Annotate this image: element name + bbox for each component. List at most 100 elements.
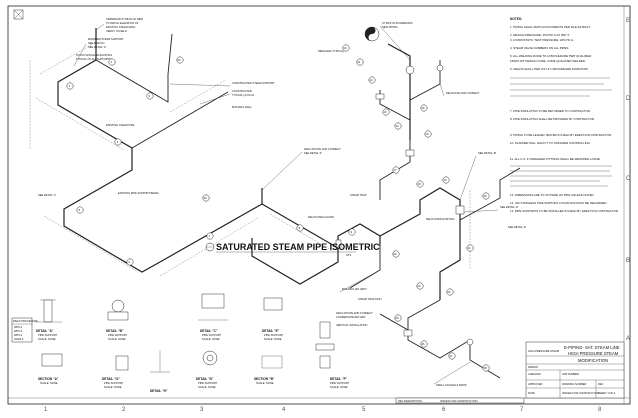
svg-text:5: 5 xyxy=(79,208,81,212)
svg-text:DETAIL "E": DETAIL "E" xyxy=(262,329,280,333)
strainer-icon xyxy=(405,149,415,157)
callout-field-route: FIELD ROUTE AND CONNECT xyxy=(304,147,341,151)
svg-text:DETAIL "C": DETAIL "C" xyxy=(200,329,218,333)
isometric-pipe-run xyxy=(57,28,521,379)
svg-text:2: 2 xyxy=(111,60,113,64)
callout-steam-trap-assy: STEAM TRAP ASSY xyxy=(358,297,382,301)
svg-text:DETAIL "G": DETAIL "G" xyxy=(102,377,120,381)
svg-text:11. ALL U.S. & THREADED FITTIN: 11. ALL U.S. & THREADED FITTINGS SHALL B… xyxy=(510,157,601,161)
detail-h: DETAIL "H" xyxy=(150,350,170,393)
svg-text:17: 17 xyxy=(394,168,397,172)
callout-existing-pipe: EXISTING STEAM PIPE xyxy=(106,123,135,127)
svg-text:REV DESCRIPTION: REV DESCRIPTION xyxy=(398,399,422,403)
callout-steam-trap: STEAM TRAP xyxy=(350,193,367,197)
grid-row-e: E xyxy=(626,18,630,24)
sheet-border xyxy=(7,5,631,405)
detail-b: DETAIL "B" PIPE SUPPORT SCALE: NONE xyxy=(106,299,129,341)
title-org: HIGH PRESSURE STEAM xyxy=(528,349,559,353)
svg-text:FROM 1ST DESIGN CODE. CODE QUA: FROM 1ST DESIGN CODE. CODE QUALIFIED WEL… xyxy=(510,59,586,63)
svg-text:PIPE SUPPORT: PIPE SUPPORT xyxy=(38,333,58,337)
callout-stuck-existing: STUCK INSTALLED EXISTING xyxy=(76,53,112,57)
svg-text:27: 27 xyxy=(450,354,453,358)
svg-text:23: 23 xyxy=(418,284,421,288)
callout-terminate: TERMINATE STUB-IN OF NEW xyxy=(106,17,144,21)
svg-text:13: 13 xyxy=(384,110,387,114)
grid-col-4: 4 xyxy=(282,407,286,413)
svg-text:26: 26 xyxy=(422,342,425,346)
svg-text:WPS-2: WPS-2 xyxy=(14,329,23,333)
title-date: DATE xyxy=(528,391,535,395)
svg-text:PIPE SUPPORT: PIPE SUPPORT xyxy=(264,333,284,337)
grid-col-2: 2 xyxy=(122,407,126,413)
svg-text:18: 18 xyxy=(418,182,421,186)
notes-heading: NOTES: xyxy=(510,17,522,21)
svg-text:SCALE: NONE: SCALE: NONE xyxy=(264,337,282,341)
svg-text:1. PIPING SHALL MATCH DOCUMENT: 1. PIPING SHALL MATCH DOCUMENTS PER FILE… xyxy=(510,25,591,29)
grid-row-c: C xyxy=(626,176,631,182)
svg-text:PIPE SUPPORT: PIPE SUPPORT xyxy=(104,381,124,385)
leader-lines xyxy=(73,23,499,385)
svg-text:10. PLANNER WILL HOLD IT TO ST: 10. PLANNER WILL HOLD IT TO STRAINER CON… xyxy=(510,141,591,145)
svg-text:6. WELDS SHALL PER LIST # 1 PR: 6. WELDS SHALL PER LIST # 1 PROCEDURE FR… xyxy=(510,67,588,71)
grid-col-3: 3 xyxy=(200,407,204,413)
title-job-no: JOB NUMBER xyxy=(562,372,579,376)
detail-e: DETAIL "E" PIPE SUPPORT SCALE: NONE xyxy=(262,297,284,341)
svg-text:14. PIPE SUPPORTS TO BE INSTAL: 14. PIPE SUPPORTS TO BE INSTALLED IN FIE… xyxy=(510,209,619,213)
valve-icon xyxy=(405,65,415,75)
title-line3: MODIFICATION xyxy=(578,358,608,363)
svg-text:22: 22 xyxy=(394,252,397,256)
revision-strip: REV DESCRIPTION ISSUED FOR CONSTRUCTION xyxy=(395,397,525,404)
svg-text:12. DIMENSIONS ARE TO OUTSIDE: 12. DIMENSIONS ARE TO OUTSIDE OF PIPE UN… xyxy=(510,193,595,197)
svg-text:SECTION "B": SECTION "B" xyxy=(254,377,275,381)
title-approved: APPROVED xyxy=(528,382,543,386)
title-line2: HIGH PRESSURE STEAM xyxy=(568,351,619,356)
callout-relocate-connect: RELOCATE AND CONNECT xyxy=(446,91,480,95)
callout-relocated-guard: RELOCATED GUARD xyxy=(308,215,334,219)
svg-text:PIPE SUPPORT: PIPE SUPPORT xyxy=(108,333,128,337)
callout-terminate-3: EXISTING STEAM MAIN. xyxy=(106,25,136,29)
svg-text:20: 20 xyxy=(484,194,487,198)
grid-row-a: A xyxy=(626,336,630,342)
svg-text:PIPE SUPPORT: PIPE SUPPORT xyxy=(198,381,218,385)
svg-text:SCALE: NONE: SCALE: NONE xyxy=(104,385,122,389)
svg-text:14: 14 xyxy=(396,124,399,128)
svg-text:15: 15 xyxy=(422,106,425,110)
svg-text:9. PIPING TO BE LEAKED TESTED: 9. PIPING TO BE LEAKED TESTED IN FIELD B… xyxy=(510,133,612,137)
svg-text:DETAIL "H": DETAIL "H" xyxy=(150,389,168,393)
svg-text:11: 11 xyxy=(358,60,361,64)
section-b: SECTION "B" SCALE: NONE xyxy=(254,355,283,385)
steam-trap-icon xyxy=(455,205,465,215)
svg-text:30: 30 xyxy=(204,196,207,200)
callout-see-detail-a: SEE DETAIL 'A' xyxy=(88,45,107,49)
callout-labels: TERMINATE STUB-IN OF NEW TO MATCH ELEVAT… xyxy=(38,17,527,387)
callout-detail-f: SEE DETAIL 'F' xyxy=(304,151,323,155)
main-title: SATURATED STEAM PIPE ISOMETRIC xyxy=(216,242,380,252)
callout-constructed-support: CONSTRUCTED STEAM SUPPORT xyxy=(232,81,275,85)
title-drawn: DRAWN xyxy=(528,365,538,369)
svg-text:DETAIL "A": DETAIL "A" xyxy=(36,329,54,333)
svg-text:7. PIPE INSULATION TO BE RETUR: 7. PIPE INSULATION TO BE RETURNED TO CON… xyxy=(510,109,591,113)
svg-text:16: 16 xyxy=(426,132,429,136)
callout-terminate-4: VERIFY IN FIELD. xyxy=(106,29,128,33)
svg-text:SCALE: NONE: SCALE: NONE xyxy=(202,337,220,341)
svg-text:SCALE: NONE: SCALE: NONE xyxy=(256,381,274,385)
svg-text:5. ALL WELDING DONE TO A PROCE: 5. ALL WELDING DONE TO A PROCEDURE PWP Q… xyxy=(510,54,591,58)
grid-col-8: 8 xyxy=(598,407,602,413)
grid-col-5: 5 xyxy=(362,407,366,413)
union-icon xyxy=(335,239,342,249)
callout-condensate: CONDENSATE RETURN xyxy=(336,315,365,319)
svg-text:3. HYDROSTATIC TEST PRESSURE:: 3. HYDROSTATIC TEST PRESSURE: 225 PSI G. xyxy=(510,38,574,42)
grid-col-1: 1 xyxy=(44,407,48,413)
callout-field-route-2: FIELD ROUTE AND CONNECT xyxy=(336,311,373,315)
check-valve-icon xyxy=(403,329,413,337)
title-sheet: SHEET 1 OF 4 xyxy=(598,391,616,395)
svg-text:6: 6 xyxy=(129,260,131,264)
callout-st-box: ST BOX IN SUSPENSION xyxy=(382,21,413,25)
svg-text:29: 29 xyxy=(178,58,181,62)
svg-text:25: 25 xyxy=(396,316,399,320)
svg-text:WPS-1: WPS-1 xyxy=(14,325,23,329)
callout-vertical-install: VERTICAL INSTALLATION xyxy=(336,323,367,327)
svg-text:12: 12 xyxy=(370,78,373,82)
svg-text:9: 9 xyxy=(351,230,353,234)
